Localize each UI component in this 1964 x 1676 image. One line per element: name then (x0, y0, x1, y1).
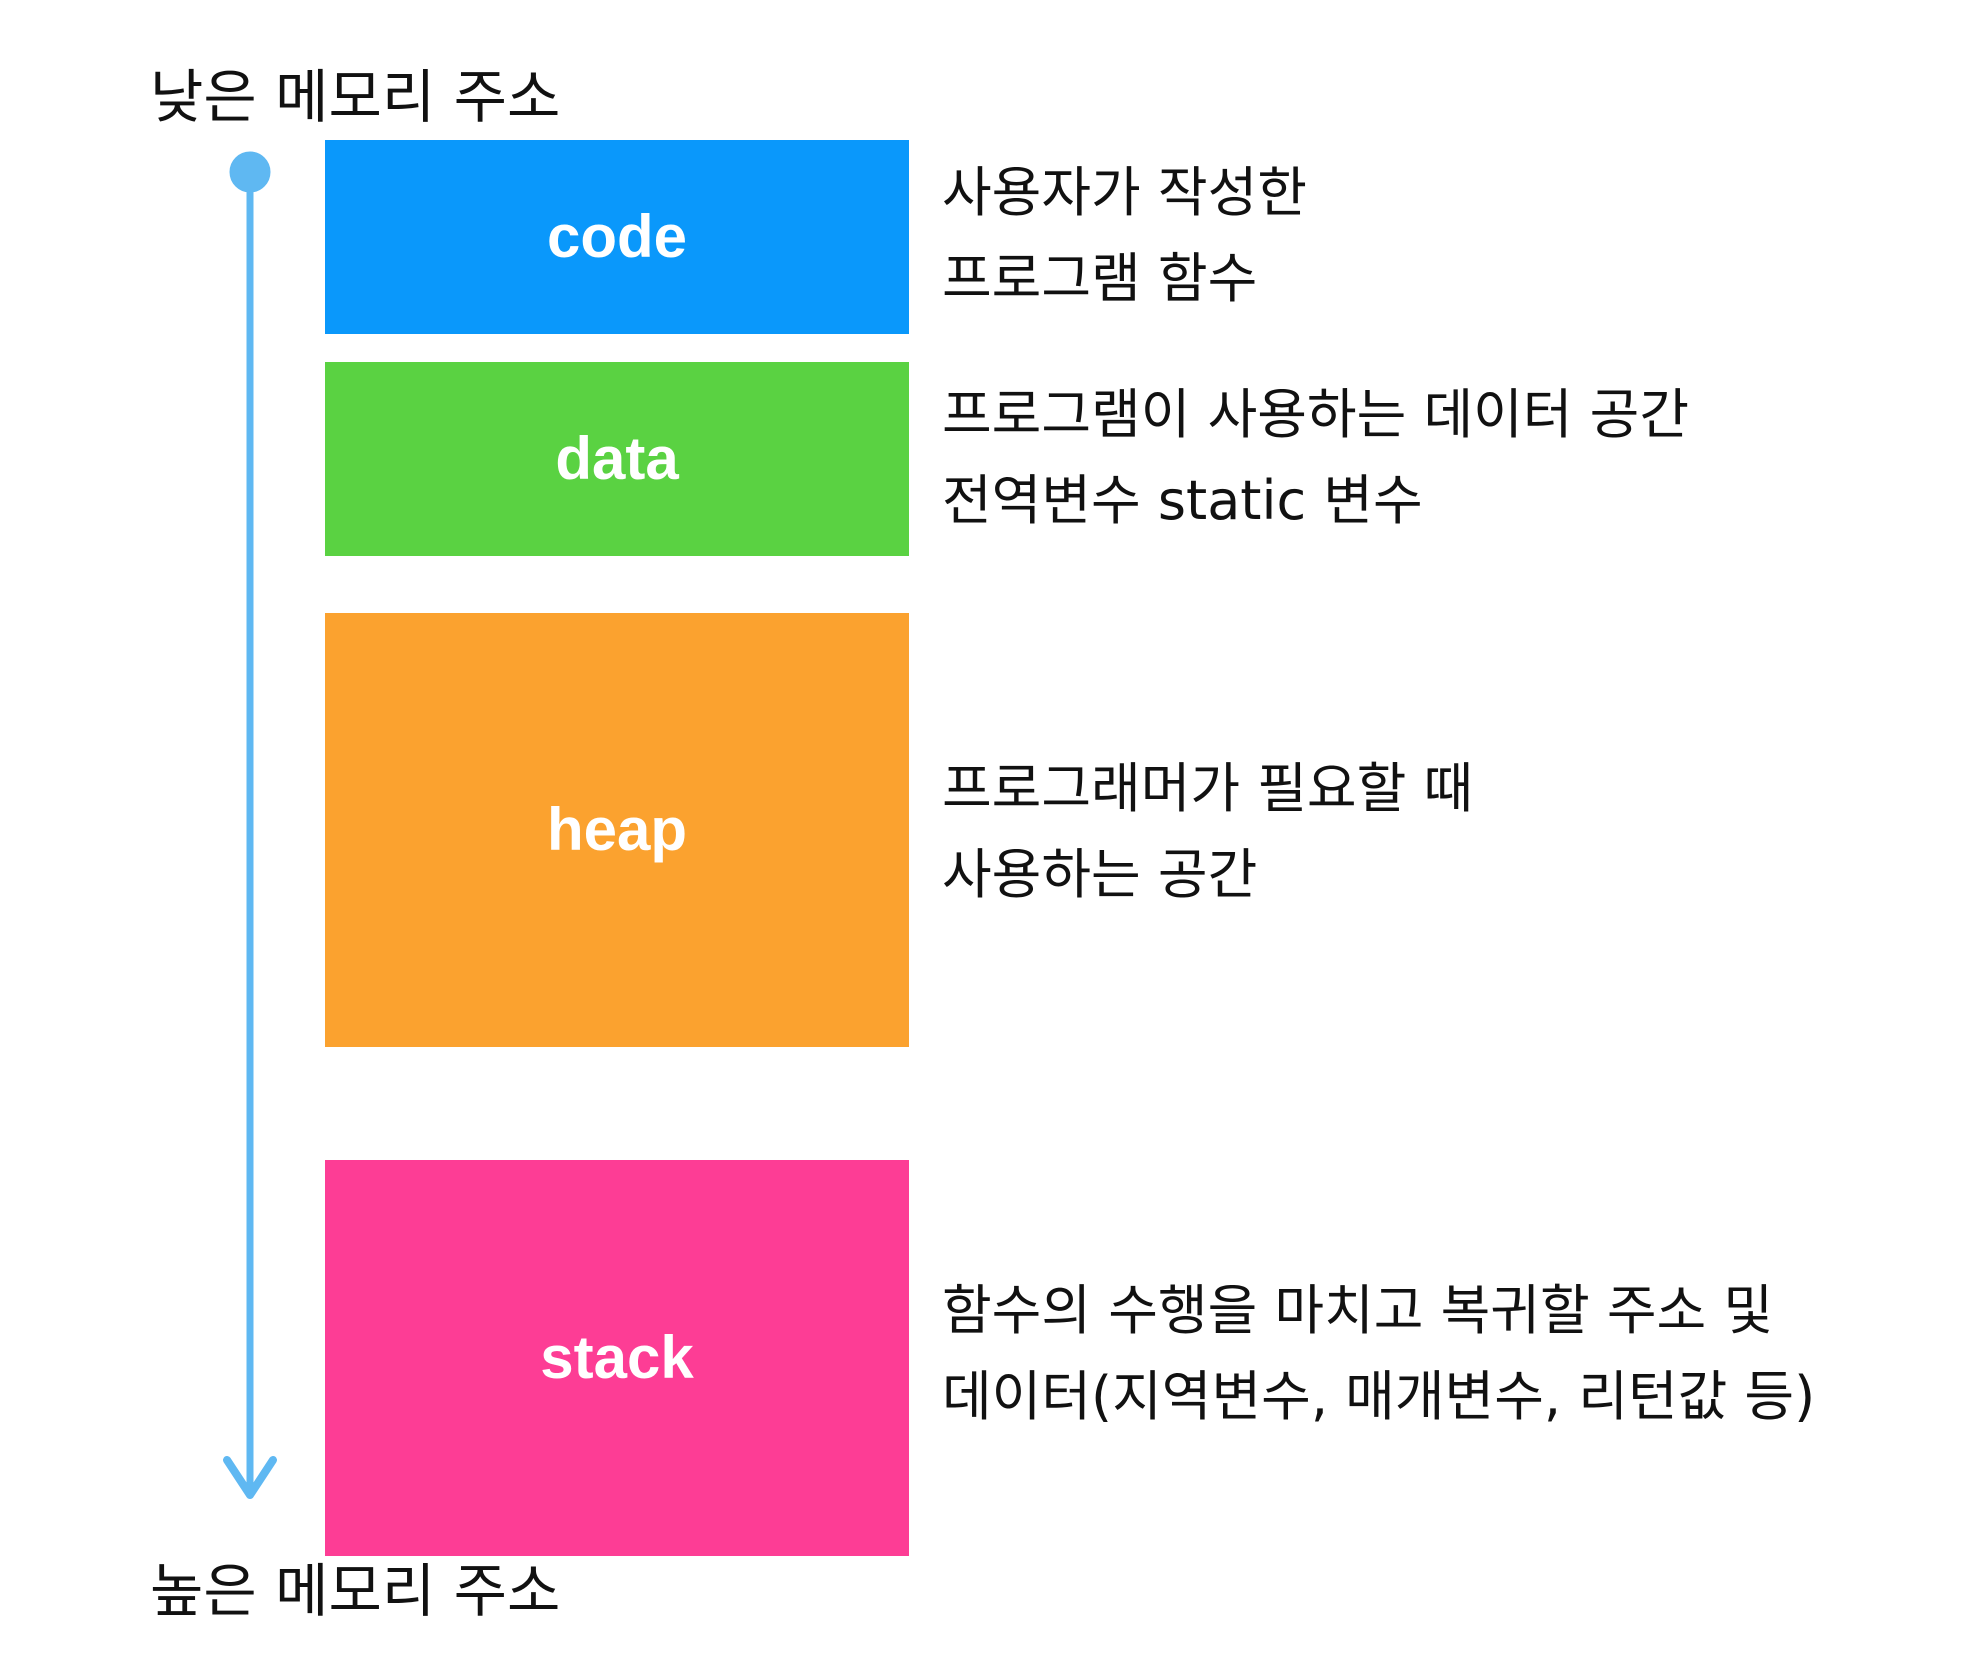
data-description: 프로그램이 사용하는 데이터 공간 전역변수 static 변수 (942, 372, 1689, 544)
address-direction-arrow (223, 151, 277, 1499)
code-description: 사용자가 작성한 프로그램 함수 (942, 150, 1307, 322)
code-description-line: 사용자가 작성한 (942, 161, 1307, 224)
segment-label-data: data (555, 425, 679, 492)
code-description-line: 프로그램 함수 (942, 247, 1258, 310)
low-memory-address-label: 낮은 메모리 주소 (150, 63, 561, 131)
heap-description-line: 사용하는 공간 (942, 843, 1258, 906)
segment-label-code: code (546, 203, 688, 270)
memory-segment-stack: stack (325, 1160, 909, 1556)
segment-label-stack: stack (540, 1324, 694, 1391)
data-description-line: 프로그램이 사용하는 데이터 공간 (942, 383, 1690, 446)
high-memory-address-label: 높은 메모리 주소 (150, 1557, 561, 1625)
memory-segment-heap: heap (325, 613, 909, 1047)
heap-description-line: 프로그래머가 필요할 때 (942, 757, 1474, 820)
heap-description: 프로그래머가 필요할 때 사용하는 공간 (942, 746, 1473, 918)
memory-segment-data: data (325, 362, 909, 556)
data-description-line: 전역변수 static 변수 (942, 469, 1423, 532)
stack-description: 함수의 수행을 마치고 복귀할 주소 및 데이터(지역변수, 매개변수, 리턴값… (942, 1268, 1815, 1440)
segment-label-heap: heap (546, 796, 688, 863)
memory-segment-code: code (325, 140, 909, 334)
stack-description-line: 데이터(지역변수, 매개변수, 리턴값 등) (942, 1365, 1816, 1428)
stack-description-line: 함수의 수행을 마치고 복귀할 주소 및 (942, 1279, 1774, 1342)
arrow-head-icon (223, 1456, 277, 1499)
